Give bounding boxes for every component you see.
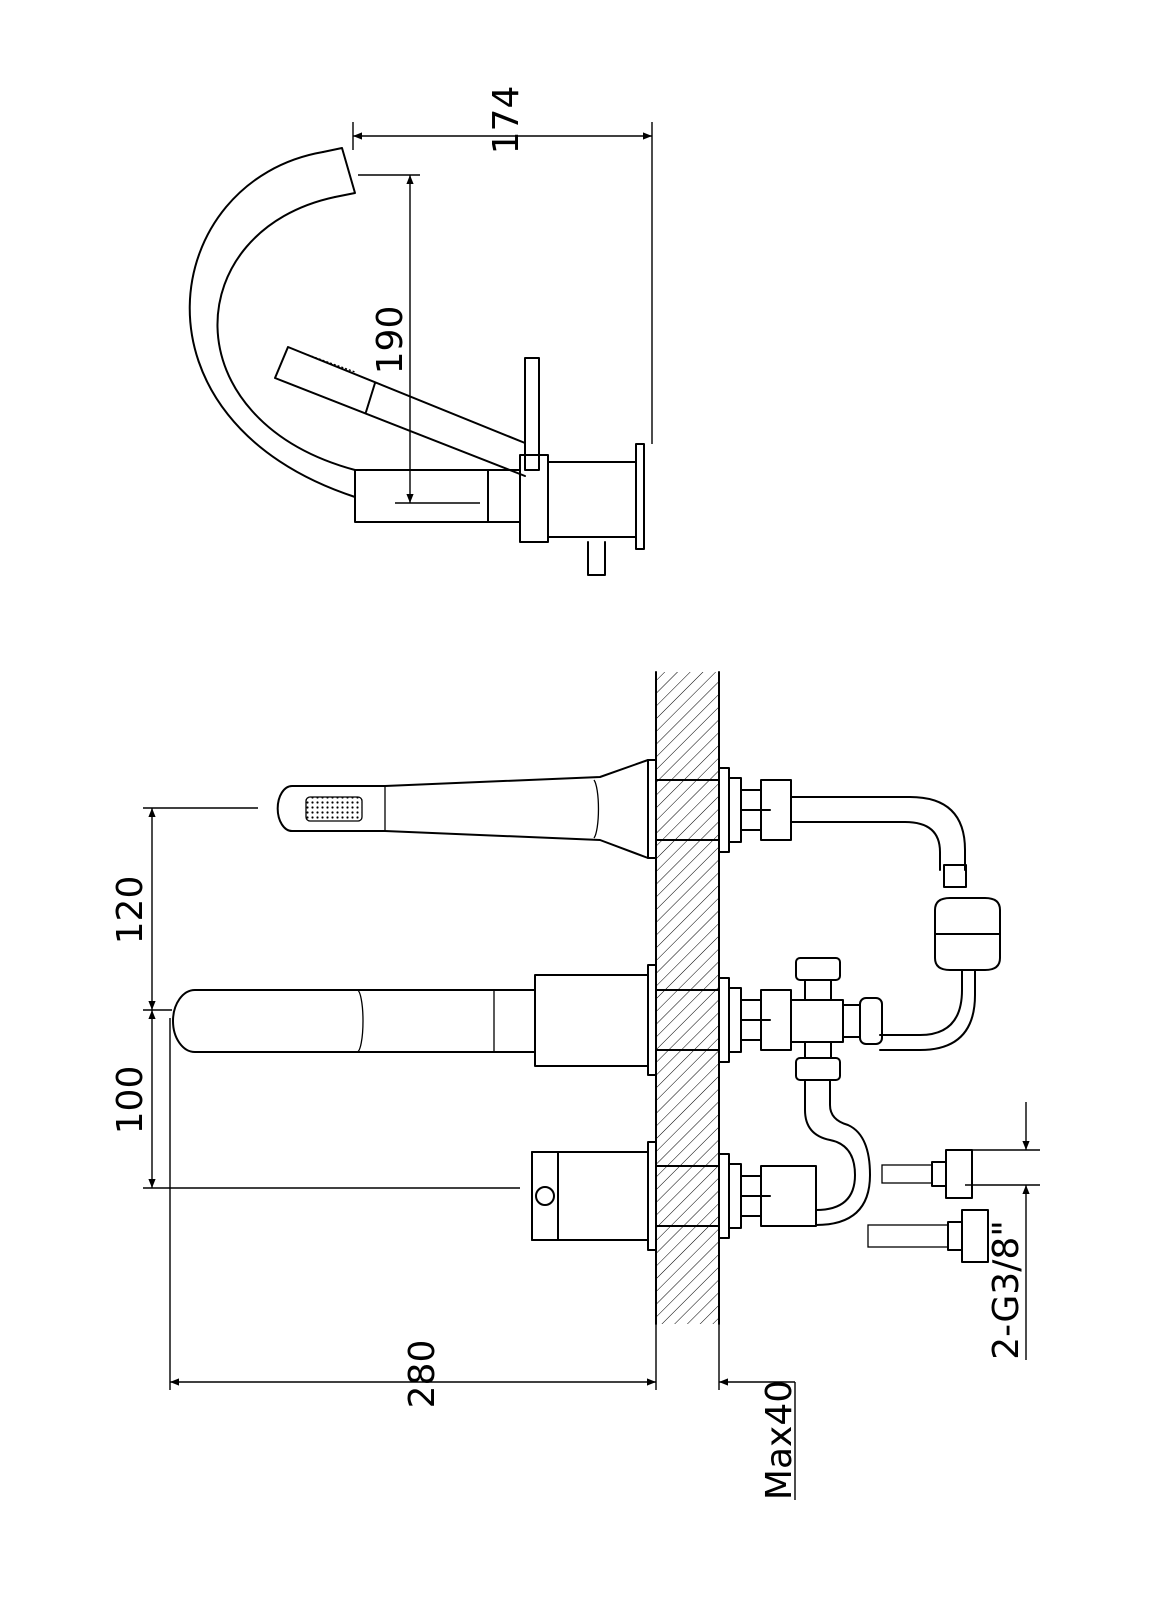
shower-spray-face bbox=[305, 796, 363, 822]
spout-collar bbox=[534, 974, 649, 1067]
top-dimensions: 174 190 bbox=[352, 86, 653, 504]
dimension-100: 100 bbox=[110, 1066, 151, 1135]
dimension-max40: Max40 bbox=[759, 1380, 800, 1500]
spout-nozzle bbox=[322, 147, 356, 198]
shank-upper bbox=[655, 767, 792, 853]
dimension-190: 190 bbox=[370, 306, 411, 375]
spout-front bbox=[172, 989, 536, 1053]
spout-side-view bbox=[188, 147, 645, 576]
shower-hose bbox=[790, 796, 1001, 1051]
spout-inner-curve bbox=[216, 196, 356, 471]
supply-hose-1 bbox=[881, 1149, 973, 1199]
wall-flange bbox=[635, 443, 645, 550]
shower-flange bbox=[647, 759, 657, 859]
dimension-280: 280 bbox=[402, 1340, 443, 1409]
spout-base bbox=[354, 469, 521, 523]
spout-front-assembly bbox=[172, 964, 657, 1076]
mixer-hose bbox=[804, 1079, 871, 1226]
hand-shower-body bbox=[276, 759, 649, 859]
mixer-flange bbox=[647, 1141, 657, 1251]
dimension-120: 120 bbox=[110, 876, 151, 945]
shower-head-detail bbox=[299, 351, 356, 373]
spout-flange bbox=[647, 964, 657, 1076]
supply-hose-2 bbox=[867, 1209, 989, 1263]
mixer-cap bbox=[531, 1151, 559, 1241]
spout-outer-curve bbox=[188, 151, 356, 498]
mixer-body bbox=[531, 1151, 649, 1241]
dimension-174: 174 bbox=[486, 86, 527, 155]
hose-valve bbox=[943, 864, 967, 888]
bottom-dimensions: 120 100 280 Max40 2-G3/8" bbox=[110, 807, 1040, 1500]
body-housing bbox=[547, 461, 637, 538]
shank-lower bbox=[655, 1153, 817, 1239]
indicator-dot bbox=[535, 1186, 555, 1206]
bottom-knob bbox=[587, 541, 606, 576]
cross-fitting bbox=[790, 957, 883, 1081]
dimension-thread: 2-G3/8" bbox=[986, 1220, 1027, 1360]
mixer-handle-assembly bbox=[531, 1141, 657, 1251]
lever-side bbox=[524, 357, 540, 471]
hose-weight bbox=[934, 897, 1001, 971]
hand-shower-assembly bbox=[276, 759, 657, 859]
